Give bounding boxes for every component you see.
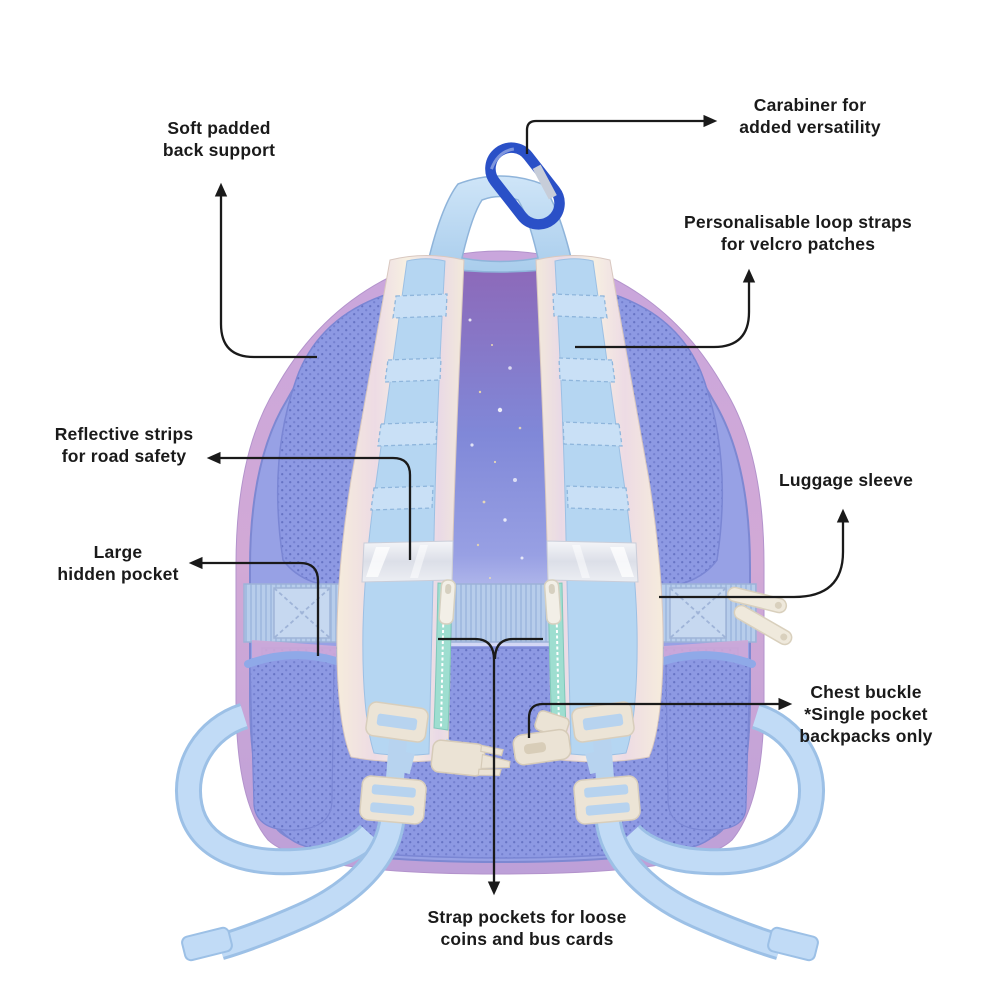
arrow-carabiner [525, 114, 718, 154]
sparkles [468, 318, 524, 617]
arrow-loop-straps [575, 268, 756, 349]
side-pocket-left [244, 651, 340, 831]
arrow-strap-pockets [438, 637, 501, 896]
main-zipper-pulls [726, 586, 793, 646]
label-strap-pockets: Strap pockets for loose coins and bus ca… [427, 907, 627, 950]
strap-pocket-zipper [433, 579, 457, 731]
strap-adjuster-upper [365, 701, 429, 743]
annotation-lines [188, 114, 850, 896]
bracket-strap-pockets [493, 637, 543, 660]
reflective-strip [361, 540, 454, 583]
buckle-male [430, 739, 511, 777]
x-stitch-box-left [273, 587, 331, 639]
arrow-soft-padded [214, 182, 317, 359]
arrow-luggage-sleeve [659, 508, 850, 599]
side-pocket-right [660, 651, 756, 831]
arrow-chest-buckle [527, 697, 793, 738]
webbing-straps-left [175, 703, 406, 962]
label-hidden-pocket: Large hidden pocket [57, 542, 179, 585]
strap-end-tab [181, 926, 233, 962]
buckle-female [512, 728, 572, 766]
velcro-loop-bars [370, 293, 448, 511]
arrow-hidden-pocket [188, 556, 320, 656]
luggage-sleeve-strap [243, 583, 757, 643]
label-carabiner: Carabiner for added versatility [739, 95, 881, 138]
label-reflective-strips: Reflective strips for road safety [54, 424, 194, 467]
chest-buckle [430, 710, 572, 777]
shoulder-strap-left [336, 255, 465, 825]
strap-adjuster-lower [359, 775, 427, 825]
arrow-reflective [206, 451, 412, 560]
x-stitch-box-right [669, 587, 727, 639]
zipper-pull [438, 579, 457, 625]
label-loop-straps: Personalisable loop straps for velcro pa… [684, 212, 912, 255]
label-chest-buckle: Chest buckle *Single pocket backpacks on… [799, 682, 933, 747]
carabiner [485, 142, 565, 230]
label-luggage-sleeve: Luggage sleeve [778, 470, 914, 490]
label-soft-padded-back-support: Soft padded back support [162, 118, 276, 161]
